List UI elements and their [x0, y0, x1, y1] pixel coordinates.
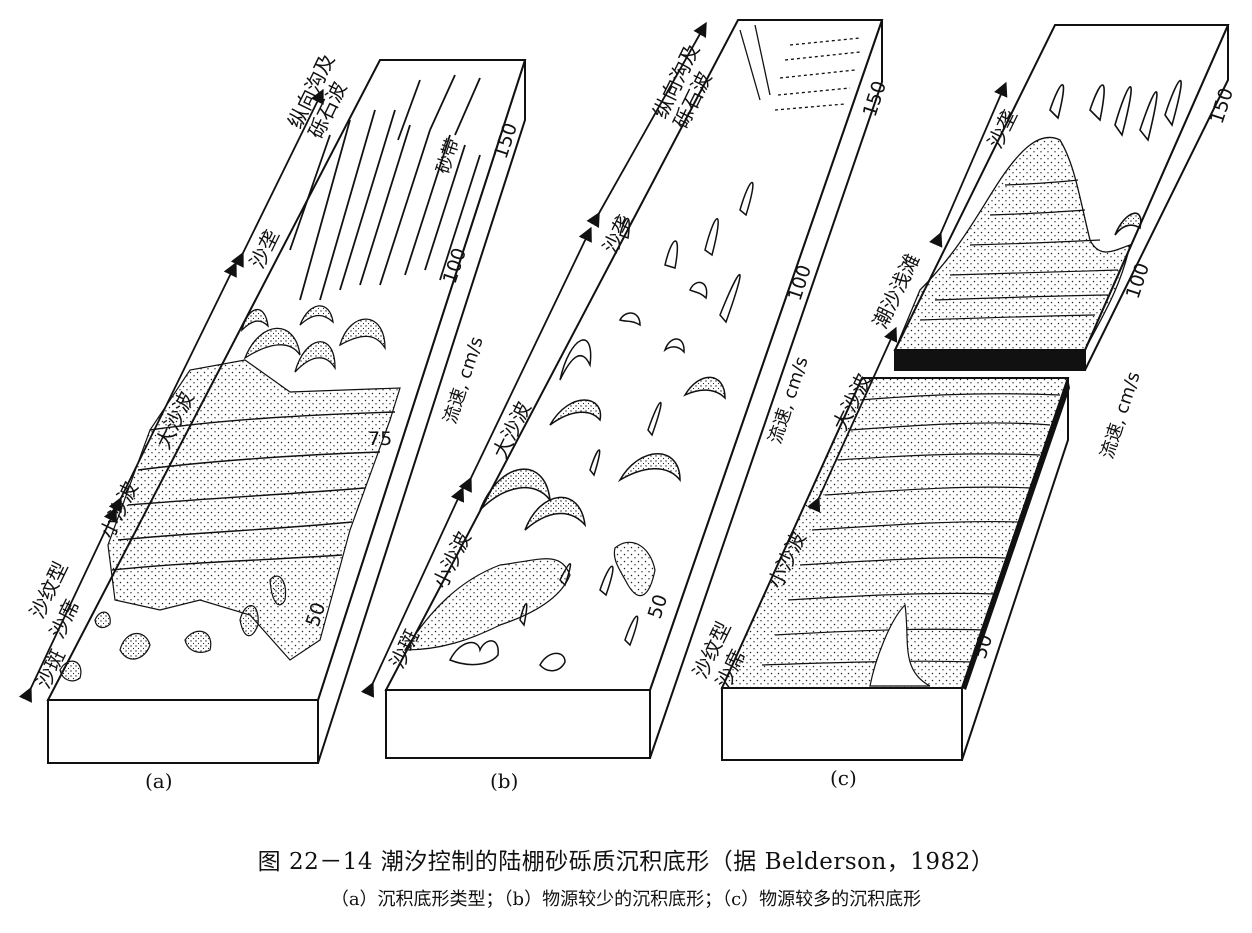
panel-c-upper-front [894, 349, 1086, 371]
panel-b-sandpatch-2 [613, 541, 656, 597]
panel-c-lower-edge [962, 378, 1070, 690]
panel-c-velocity-label: 流速, cm/s [1097, 369, 1145, 461]
panel-b-block-top [384, 19, 884, 691]
panel-b-zone-arrows [360, 21, 707, 698]
panel-c-lower-front [721, 687, 963, 761]
panel-c-label: (c) [830, 766, 857, 790]
panel-c-lower-clear [869, 603, 931, 687]
panel-a-barchans [240, 305, 386, 373]
panel-a-zone-arrows [18, 88, 324, 703]
panel-b-gravel-lines [739, 24, 861, 111]
bedform-diagram: 纵向沟及砾石波 沙垄 大沙波 小沙波 沙纹型 沙席 沙斑 砂带 150 100 … [18, 19, 1238, 793]
panel-a-block-front [47, 699, 319, 764]
panel-b-sandpatch-outlines [448, 640, 566, 672]
panel-c-zone-arrows [806, 81, 1008, 513]
panel-b-block-front [385, 689, 651, 759]
panel-b-label: (b) [490, 769, 518, 793]
panel-c-ribbons [1049, 79, 1182, 236]
panel-a-label: (a) [145, 769, 173, 793]
panel-b: 纵向沟及砾石波 沙垄 大沙波 小沙波 沙斑 150 100 50 流速, cm/… [360, 19, 891, 793]
figure-caption-subtitle: （a）沉积底形类型；（b）物源较少的沉积底形；（c）物源较多的沉积底形 [330, 889, 922, 910]
panel-a-ribbons [289, 74, 481, 301]
panel-a-tick-75: 75 [368, 428, 392, 450]
panel-a-crestlines [111, 411, 396, 571]
figure-caption-title: 图 22－14 潮汐控制的陆棚砂砾质沉积底形（据 Belderson，1982） [257, 849, 995, 875]
